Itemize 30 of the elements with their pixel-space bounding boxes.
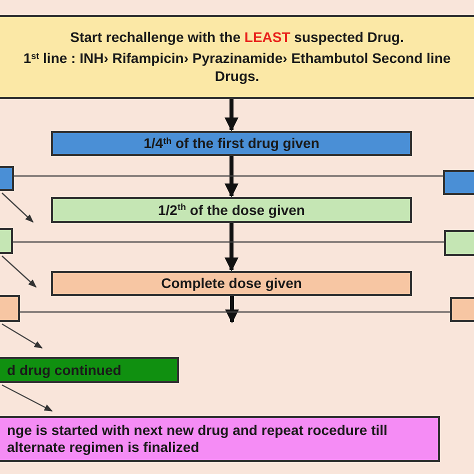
result-box [0, 357, 179, 383]
box-text: 1/4$^{th}$ of the first drug given [144, 134, 320, 153]
box-text: Start rechallenge with the LEAST suspected Drug. [70, 28, 404, 46]
box-text: nge is started with next new drug and repeat rocedure till alternate regimen is finalized [7, 422, 388, 456]
result-box [0, 416, 440, 462]
arrow [224, 99, 238, 132]
connector-line [13, 241, 444, 243]
box-text: 1$^{st}$ line : INH› Rifampicin› Pyrazinamide› Ethambutol Second line Drugs. [22, 50, 452, 86]
process-box [51, 197, 412, 223]
connector-line [20, 311, 450, 313]
arrow [224, 223, 238, 272]
side-box [443, 170, 474, 195]
side-box [0, 295, 20, 322]
process-box [51, 271, 412, 296]
connector-line [14, 175, 443, 177]
side-box [450, 297, 474, 322]
start-box [0, 15, 474, 99]
side-box [0, 228, 13, 254]
process-box [51, 131, 412, 156]
arrow [2, 384, 53, 412]
side-box [444, 230, 474, 256]
box-text: Complete dose given [161, 274, 302, 293]
arrow [225, 296, 239, 324]
arrow [2, 192, 34, 223]
arrow [2, 323, 43, 349]
arrow [224, 156, 238, 198]
side-box [0, 166, 14, 191]
arrow [2, 256, 37, 288]
box-text: 1/2$^{th}$ of the dose given [158, 200, 305, 220]
box-text: d drug continued [7, 360, 122, 380]
